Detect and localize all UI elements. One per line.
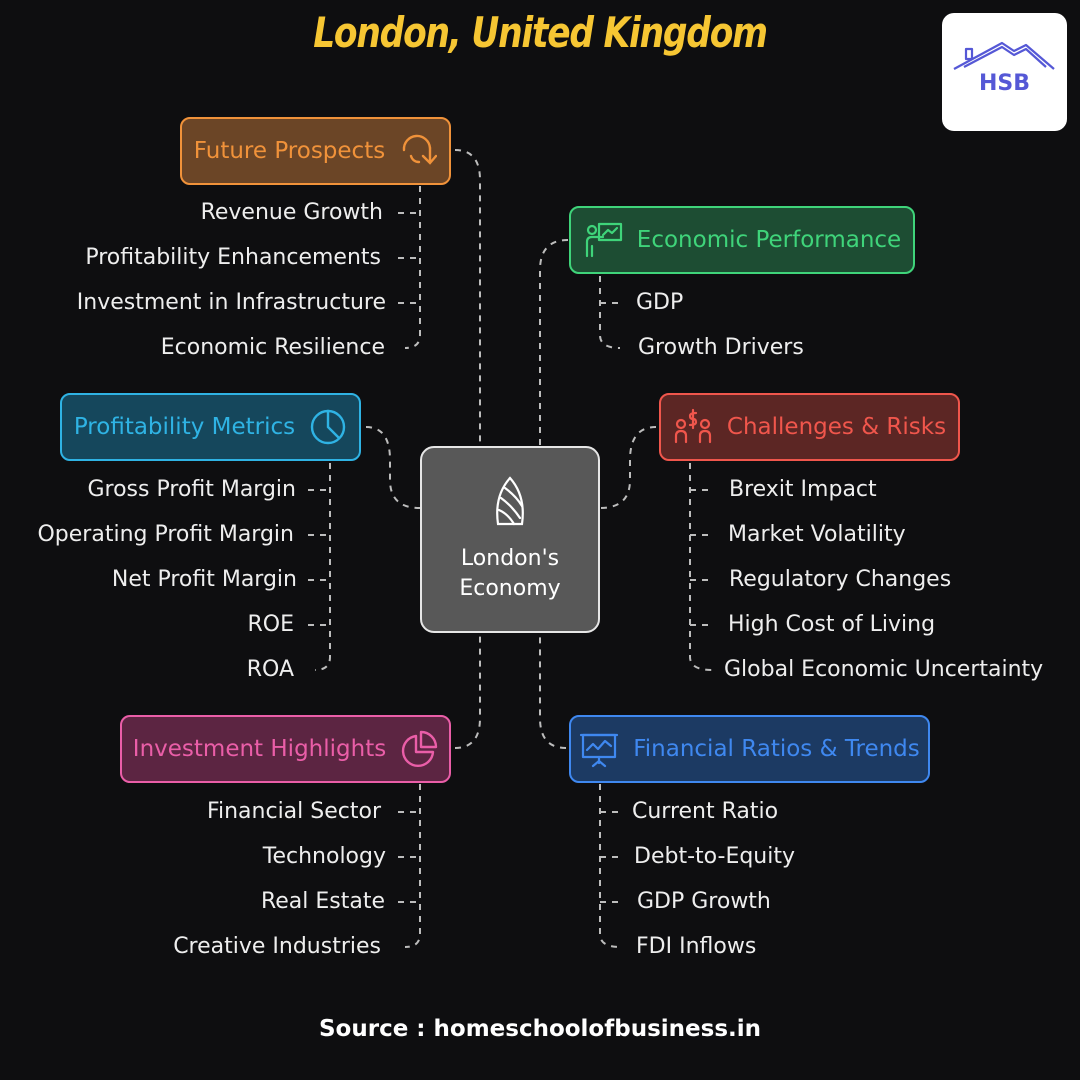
presenter-chart-icon xyxy=(583,220,623,260)
list-item: Economic Resilience xyxy=(160,335,385,360)
center-title-line2: Economy xyxy=(459,576,561,601)
trend-board-icon xyxy=(579,730,619,768)
clock-pie-icon xyxy=(309,408,347,446)
connector-financial-ratios xyxy=(539,633,567,749)
list-item: Revenue Growth xyxy=(200,200,383,225)
list-item: Debt-to-Equity xyxy=(634,844,796,869)
connector-profitability-metrics xyxy=(365,426,421,509)
list-item: Current Ratio xyxy=(632,799,779,824)
connector-investment-highlights xyxy=(454,633,481,749)
connector-challenges-risks xyxy=(599,426,657,509)
branch-profitability-metrics: Profitability Metrics xyxy=(60,393,361,461)
list-item: ROE xyxy=(247,612,294,637)
connector-future-prospects xyxy=(454,149,481,446)
list-item: Growth Drivers xyxy=(638,335,804,360)
list-item: Investment in Infrastructure xyxy=(76,290,386,315)
pie-chart-icon xyxy=(400,730,438,768)
list-item: GDP xyxy=(636,290,684,315)
list-item: Gross Profit Margin xyxy=(87,477,296,502)
branch-label: Financial Ratios & Trends xyxy=(633,736,920,762)
list-item: Global Economic Uncertainty xyxy=(724,657,1044,682)
people-money-icon xyxy=(673,408,713,446)
logo-text: HSB xyxy=(978,71,1031,96)
list-item: ROA xyxy=(246,657,294,682)
list-item: Real Estate xyxy=(260,889,385,914)
list-item: Technology xyxy=(262,844,386,869)
branch-label: Challenges & Risks xyxy=(726,414,947,440)
source-credit: Source : homeschoolofbusiness.in xyxy=(318,1016,762,1042)
page-title: London, United Kingdom xyxy=(313,8,768,57)
list-item: Creative Industries xyxy=(173,934,381,959)
list-item: Brexit Impact xyxy=(729,477,877,502)
rotate-arrow-icon xyxy=(399,134,438,168)
branch-label: Future Prospects xyxy=(193,138,386,164)
branch-challenges-risks: Challenges & Risks xyxy=(659,393,960,461)
branch-label: Profitability Metrics xyxy=(73,414,296,440)
list-item: Regulatory Changes xyxy=(729,567,952,592)
branch-label: Economic Performance xyxy=(636,227,902,253)
list-item: Net Profit Margin xyxy=(111,567,297,592)
branch-economic-performance: Economic Performance xyxy=(569,206,915,274)
house-roof-icon xyxy=(953,41,1055,70)
list-item: GDP Growth xyxy=(637,889,771,914)
branch-financial-ratios: Financial Ratios & Trends xyxy=(569,715,930,783)
list-item: Financial Sector xyxy=(206,799,381,824)
branch-future-prospects: Future Prospects xyxy=(180,117,451,185)
list-item: Market Volatility xyxy=(728,522,906,547)
list-item: FDI Inflows xyxy=(636,934,757,959)
branch-investment-highlights: Investment Highlights xyxy=(120,715,451,783)
list-item: Operating Profit Margin xyxy=(37,522,294,547)
connector-economic-performance xyxy=(539,239,569,446)
gherkin-building-icon xyxy=(496,476,524,526)
list-item: High Cost of Living xyxy=(728,612,936,637)
hsb-logo: HSB xyxy=(942,13,1067,131)
center-title-line1: London's xyxy=(460,546,560,571)
list-item: Profitability Enhancements xyxy=(85,245,381,270)
center-node: London's Economy xyxy=(420,446,600,633)
branch-label: Investment Highlights xyxy=(132,736,387,762)
